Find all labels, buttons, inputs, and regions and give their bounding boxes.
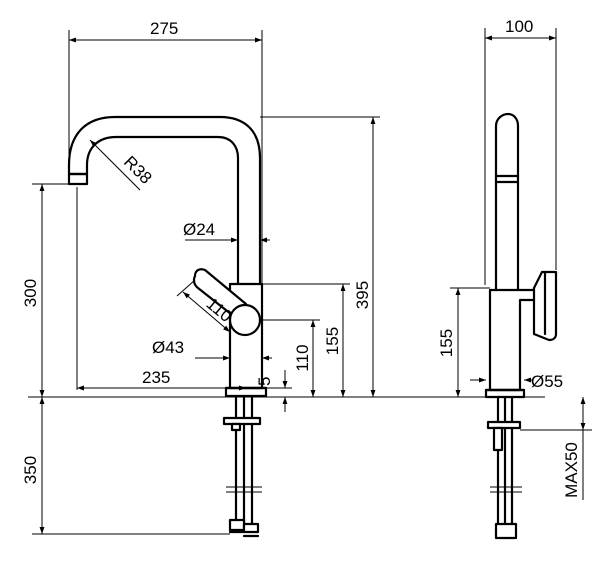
dim-base-5: 5: [255, 377, 274, 386]
side-dimensions: 100 155 Ø55 MAX50: [437, 17, 592, 500]
side-dim-max50: MAX50: [562, 442, 581, 498]
side-dim-width-100: 100: [505, 17, 533, 36]
dim-height-110: 110: [293, 344, 312, 371]
spout-inner: [85, 135, 240, 286]
side-spout: [494, 112, 520, 292]
dim-radius-r38: R38: [120, 152, 155, 187]
side-dim-height-155: 155: [437, 329, 456, 357]
dim-dia-43: Ø43: [152, 338, 184, 357]
dim-height-300: 300: [21, 279, 40, 307]
base-ring: [224, 386, 268, 398]
dim-width-275: 275: [150, 19, 178, 38]
dim-height-155-front: 155: [323, 327, 342, 355]
spout-outer: [67, 115, 262, 286]
hose-connector-left: [228, 518, 246, 532]
side-dim-dia-55: Ø55: [531, 372, 563, 391]
dim-dia-24: Ø24: [183, 220, 215, 239]
dim-below-350: 350: [21, 456, 40, 484]
front-view: [67, 115, 268, 538]
dim-height-395: 395: [353, 281, 372, 309]
side-fixing-nut: [486, 420, 522, 430]
dim-reach-235: 235: [142, 368, 170, 387]
fixing-nut: [222, 416, 262, 426]
nozzle: [67, 172, 89, 186]
hose-connector-right: [242, 522, 260, 534]
side-view: [484, 112, 558, 540]
side-hose-connector: [494, 522, 518, 540]
